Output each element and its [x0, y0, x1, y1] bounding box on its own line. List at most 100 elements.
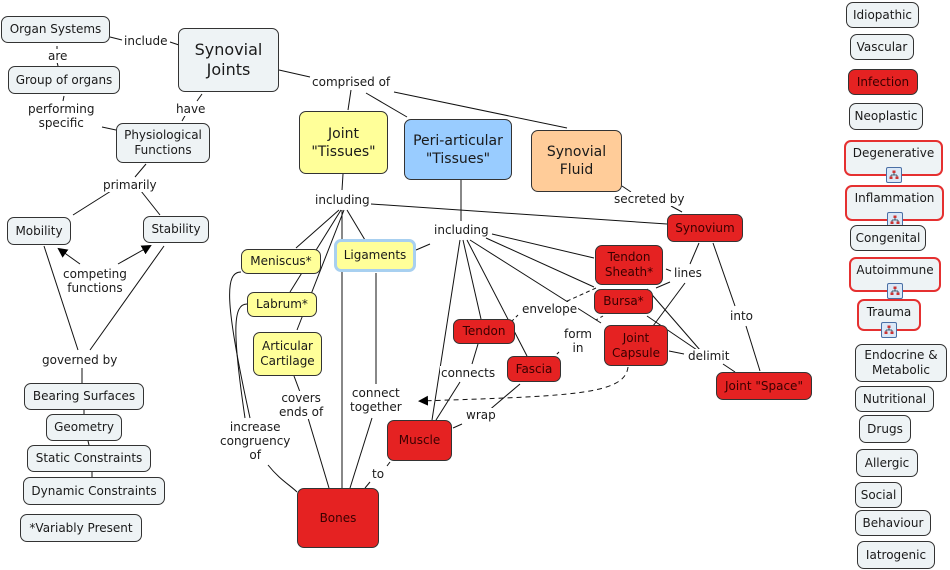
link-secreted-by: secreted by: [613, 192, 686, 206]
edge-line: [471, 343, 479, 365]
etiology-item-label: Inflammation: [854, 191, 935, 205]
node-articular-cartilage[interactable]: Articular Cartilage: [253, 332, 322, 376]
node-physiological-functions[interactable]: Physiological Functions: [116, 123, 210, 163]
etiology-item-label: Allergic: [864, 455, 910, 470]
node-labrum[interactable]: Labrum*: [247, 292, 317, 317]
node-joint-space[interactable]: Joint "Space": [716, 372, 812, 400]
edge-line: [140, 190, 161, 216]
edge-line: [341, 173, 344, 191]
edge-line: [278, 69, 311, 78]
etiology-item[interactable]: Degenerative: [844, 140, 943, 183]
node-dynamic-constraints[interactable]: Dynamic Constraints: [23, 477, 165, 505]
etiology-item-label: Behaviour: [862, 515, 924, 530]
etiology-item-label: Drugs: [867, 421, 903, 436]
etiology-item-label: Iatrogenic: [865, 547, 927, 562]
edge-line: [462, 239, 482, 320]
edge-curve: [235, 303, 248, 419]
link-wrap: wrap: [465, 408, 497, 422]
edge-line: [652, 282, 686, 327]
edge-curve: [229, 271, 251, 419]
edge-line: [386, 461, 391, 467]
node-tendon-sheath[interactable]: Tendon Sheath*: [595, 245, 663, 285]
edge-line: [349, 417, 373, 489]
etiology-item[interactable]: Neoplastic: [849, 103, 923, 130]
edge-line: [670, 205, 683, 213]
edge-line: [72, 190, 112, 216]
node-tendon[interactable]: Tendon: [453, 319, 515, 344]
edge-dashed: [595, 315, 604, 321]
edge-line: [169, 41, 180, 46]
edge-line: [491, 233, 595, 259]
node-synovial-fluid[interactable]: Synovial Fluid: [531, 130, 622, 192]
edge-line: [466, 239, 528, 357]
node-fascia[interactable]: Fascia: [507, 356, 561, 382]
edge-line: [469, 239, 602, 324]
etiology-item-label: Congenital: [855, 230, 921, 245]
etiology-item[interactable]: Endocrine & Metabolic: [855, 344, 947, 382]
etiology-item[interactable]: Vascular: [850, 34, 914, 60]
node-mobility[interactable]: Mobility: [7, 217, 71, 245]
node-geometry[interactable]: Geometry: [46, 414, 122, 441]
node-muscle[interactable]: Muscle: [387, 420, 452, 461]
edge-line: [431, 239, 461, 421]
edge-line: [668, 350, 685, 355]
link-including-joint: including: [314, 193, 371, 207]
etiology-item[interactable]: Drugs: [859, 415, 911, 443]
node-synovium[interactable]: Synovium: [667, 214, 743, 242]
link-lines: lines: [673, 266, 703, 280]
node-ligaments[interactable]: Ligaments: [334, 239, 416, 272]
edge-line: [307, 417, 330, 489]
link-connects: connects: [440, 366, 497, 380]
etiology-item[interactable]: Trauma: [857, 299, 921, 338]
etiology-item[interactable]: Inflammation: [845, 185, 944, 228]
node-bones[interactable]: Bones: [297, 488, 379, 548]
etiology-item[interactable]: Nutritional: [855, 386, 934, 412]
edge-line: [621, 185, 632, 193]
etiology-item-label: Vascular: [856, 39, 908, 54]
node-static-constraints[interactable]: Static Constraints: [27, 445, 151, 472]
edge-line: [87, 440, 90, 446]
etiology-item-label: Endocrine & Metabolic: [864, 348, 938, 377]
etiology-item[interactable]: Idiopathic: [846, 2, 919, 28]
link-include: include: [123, 34, 169, 48]
etiology-item[interactable]: Behaviour: [855, 510, 931, 536]
node-bearing-surfaces[interactable]: Bearing Surfaces: [24, 383, 144, 410]
node-meniscus[interactable]: Meniscus*: [241, 249, 321, 274]
submap-icon[interactable]: [881, 322, 897, 338]
etiology-item[interactable]: Allergic: [856, 449, 918, 477]
edge-line: [722, 363, 736, 373]
submap-icon[interactable]: [887, 283, 903, 299]
submap-icon[interactable]: [885, 167, 902, 183]
link-envelope: envelope: [521, 302, 579, 316]
etiology-item[interactable]: Infection: [848, 69, 918, 95]
link-delimit: delimit: [687, 349, 731, 363]
edge-line: [43, 245, 79, 351]
node-stability[interactable]: Stability: [143, 216, 209, 243]
node-synovial-joints[interactable]: Synovial Joints: [178, 28, 279, 92]
node-joint-tissues[interactable]: Joint "Tissues": [299, 111, 388, 174]
edge-line: [655, 281, 671, 289]
edge-dashed: [511, 314, 519, 322]
etiology-item[interactable]: Congenital: [850, 225, 926, 251]
etiology-item-label: Infection: [856, 74, 910, 89]
link-governed-by: governed by: [41, 353, 119, 367]
etiology-item[interactable]: Autoimmune: [849, 257, 941, 299]
link-covers-ends-of: covers ends of: [278, 391, 325, 419]
etiology-item[interactable]: Social: [855, 482, 902, 508]
node-bursa[interactable]: Bursa*: [594, 289, 653, 314]
node-variably-present[interactable]: *Variably Present: [20, 514, 142, 542]
edge-line: [665, 268, 672, 272]
edge-line: [293, 375, 301, 393]
edge-line: [346, 209, 366, 241]
node-group-of-organs[interactable]: Group of organs: [8, 66, 120, 94]
link-into: into: [729, 309, 754, 323]
node-joint-capsule[interactable]: Joint Capsule: [604, 325, 668, 366]
link-competing-functions: competing functions: [62, 267, 128, 295]
edge-line: [646, 288, 701, 351]
node-periarticular-tissues[interactable]: Peri-articular "Tissues": [404, 119, 512, 180]
node-organ-systems[interactable]: Organ Systems: [1, 16, 110, 43]
edge-line: [364, 481, 371, 489]
etiology-item[interactable]: Iatrogenic: [857, 541, 935, 569]
etiology-item-label: Social: [860, 487, 897, 502]
